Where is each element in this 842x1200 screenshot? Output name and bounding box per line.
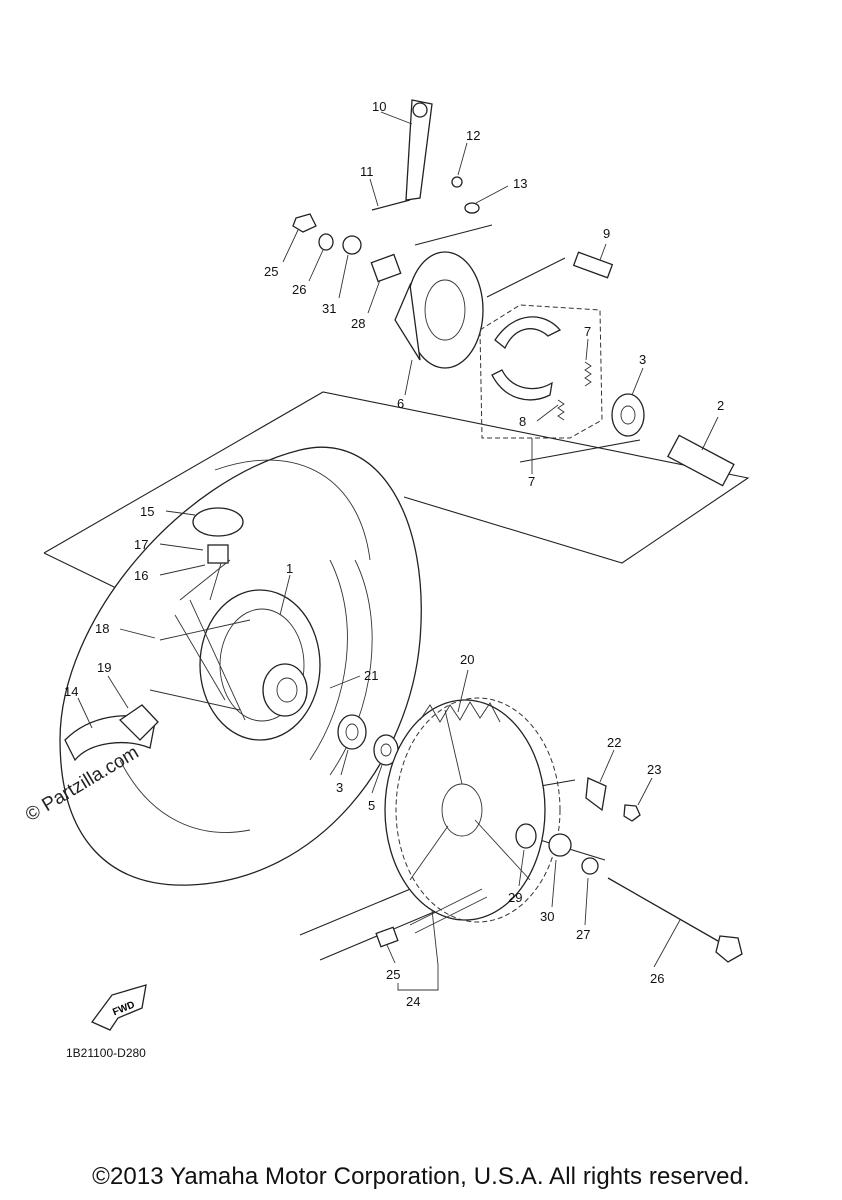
callout-3-upper: 3 bbox=[639, 352, 646, 367]
callout-16: 17 bbox=[134, 537, 148, 552]
callout-21: 22 bbox=[607, 735, 621, 750]
callout-10: 11 bbox=[360, 164, 374, 179]
callout-23: 24 bbox=[406, 994, 420, 1009]
callout-25: 26 bbox=[650, 971, 664, 986]
callout-28: 28 bbox=[351, 316, 365, 331]
callout-11: 12 bbox=[466, 128, 480, 143]
callout-12: 13 bbox=[513, 176, 527, 191]
callout-27-upper: 26 bbox=[292, 282, 306, 297]
callout-17: 18 bbox=[95, 621, 109, 636]
callout-7-lower: 8 bbox=[519, 414, 526, 429]
callout-24: 25 bbox=[386, 967, 400, 982]
callout-1: 1 bbox=[286, 561, 293, 576]
callout-26: 25 bbox=[264, 264, 278, 279]
callout-6: 7 bbox=[528, 474, 535, 489]
callout-19: 20 bbox=[460, 652, 474, 667]
wheel-hub bbox=[149, 559, 321, 741]
callout-18: 19 bbox=[97, 660, 111, 675]
callout-30: 30 bbox=[540, 909, 554, 924]
callout-9: 10 bbox=[372, 99, 386, 114]
callout-3-lower: 3 bbox=[336, 780, 343, 795]
copyright-notice: ©2013 Yamaha Motor Corporation, U.S.A. A… bbox=[92, 1163, 750, 1190]
diagram-code: 1B21100-D280 bbox=[66, 1046, 146, 1060]
callout-2: 2 bbox=[717, 398, 724, 413]
callout-31: 31 bbox=[322, 301, 336, 316]
callout-7-upper: 7 bbox=[584, 324, 591, 339]
tube-and-rim-band bbox=[64, 507, 244, 762]
callout-4: 5 bbox=[368, 798, 375, 813]
brake-assembly bbox=[394, 251, 614, 439]
callout-5: 6 bbox=[397, 396, 404, 411]
callout-20: 21 bbox=[364, 668, 378, 683]
chain-and-axle bbox=[375, 777, 743, 963]
callout-22: 23 bbox=[647, 762, 661, 777]
callout-27-lower: 27 bbox=[576, 927, 590, 942]
callout-13: 14 bbox=[64, 684, 78, 699]
fwd-arrow-badge: FWD bbox=[90, 984, 147, 1031]
callout-29: 29 bbox=[508, 890, 522, 905]
callout-15: 16 bbox=[134, 568, 148, 583]
callout-8: 9 bbox=[603, 226, 610, 241]
rear-sprocket bbox=[384, 697, 561, 923]
bearings bbox=[337, 393, 735, 766]
callout-leaders bbox=[77, 111, 719, 991]
callout-14: 15 bbox=[140, 504, 154, 519]
callout-numbers: 10 12 11 13 9 25 26 31 28 7 3 6 2 8 7 15… bbox=[64, 99, 724, 1009]
brake-cam-lever bbox=[292, 99, 480, 283]
